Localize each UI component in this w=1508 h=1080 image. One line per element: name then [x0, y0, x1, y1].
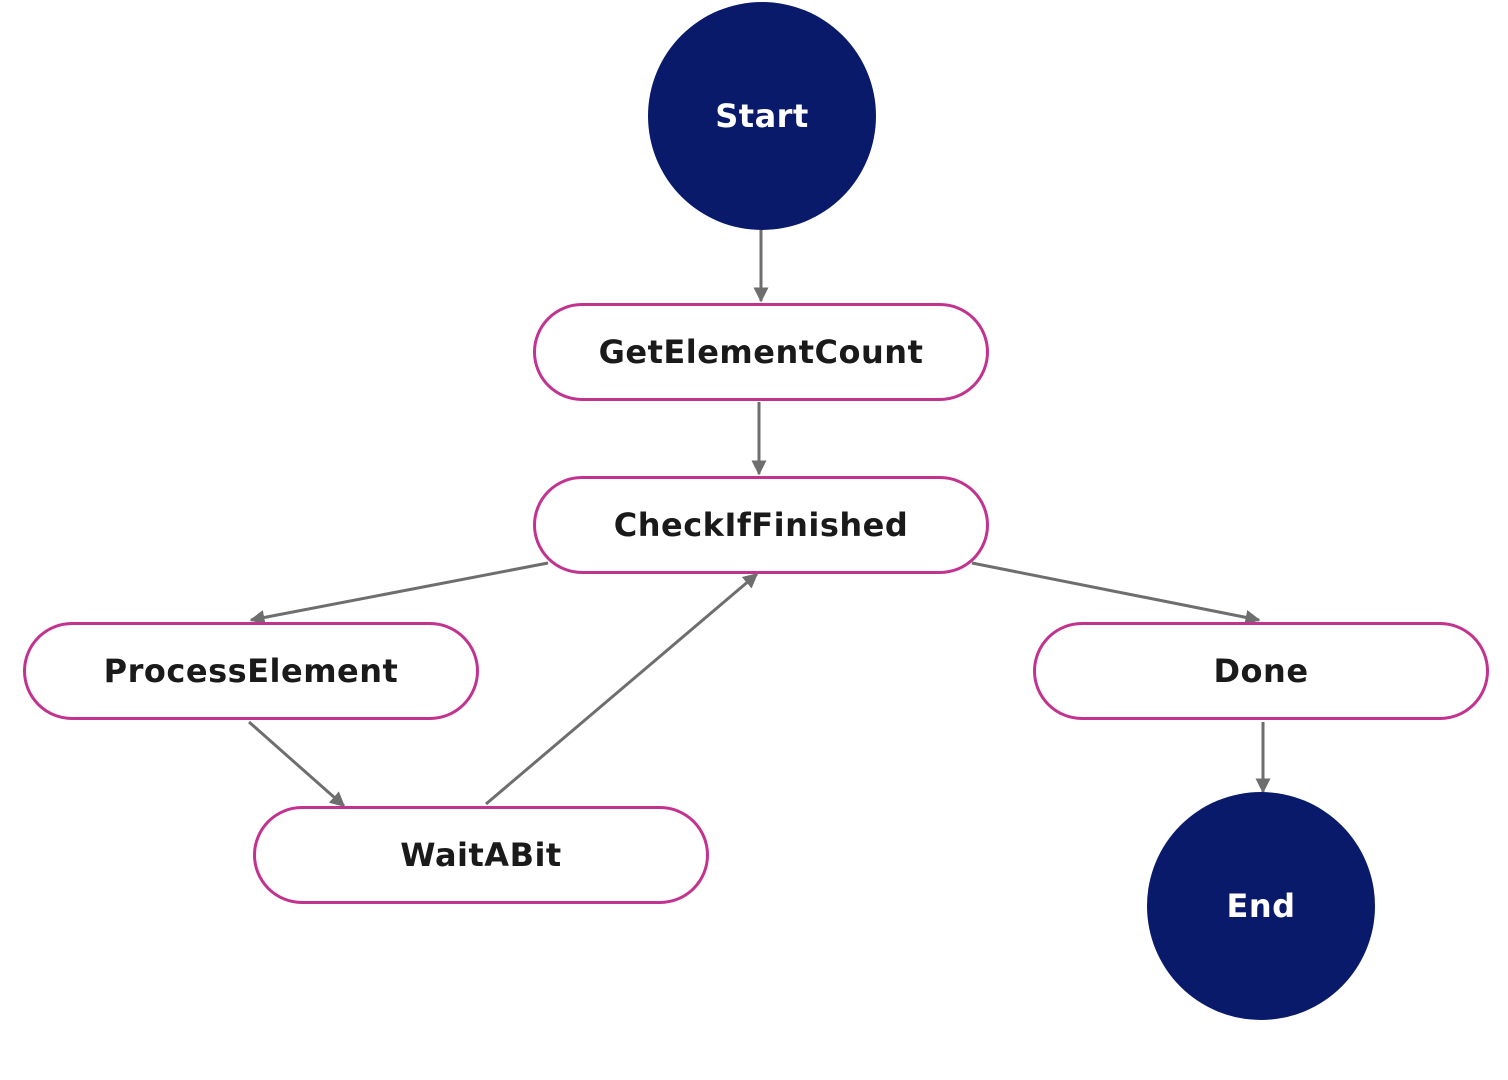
get-element-count-node: GetElementCount	[533, 303, 989, 401]
check-if-finished-node: CheckIfFinished	[533, 476, 989, 574]
end-node-label: End	[1226, 887, 1296, 925]
process-element-node: ProcessElement	[23, 622, 479, 720]
edge-check-if-finished-to-process-element	[249, 561, 549, 625]
done-node: Done	[1033, 622, 1489, 720]
get-element-count-label: GetElementCount	[598, 333, 924, 371]
done-label: Done	[1213, 652, 1309, 690]
start-node: Start	[648, 2, 876, 230]
wait-a-bit-label: WaitABit	[400, 836, 562, 874]
process-element-label: ProcessElement	[103, 652, 399, 690]
check-if-finished-label: CheckIfFinished	[613, 506, 909, 544]
wait-a-bit-node: WaitABit	[253, 806, 709, 904]
start-node-label: Start	[715, 97, 809, 135]
end-node: End	[1147, 792, 1375, 1020]
edge-process-element-to-wait-a-bit	[248, 720, 346, 808]
edge-wait-a-bit-to-check-if-finished	[485, 572, 759, 806]
edge-check-if-finished-to-done	[971, 561, 1261, 625]
